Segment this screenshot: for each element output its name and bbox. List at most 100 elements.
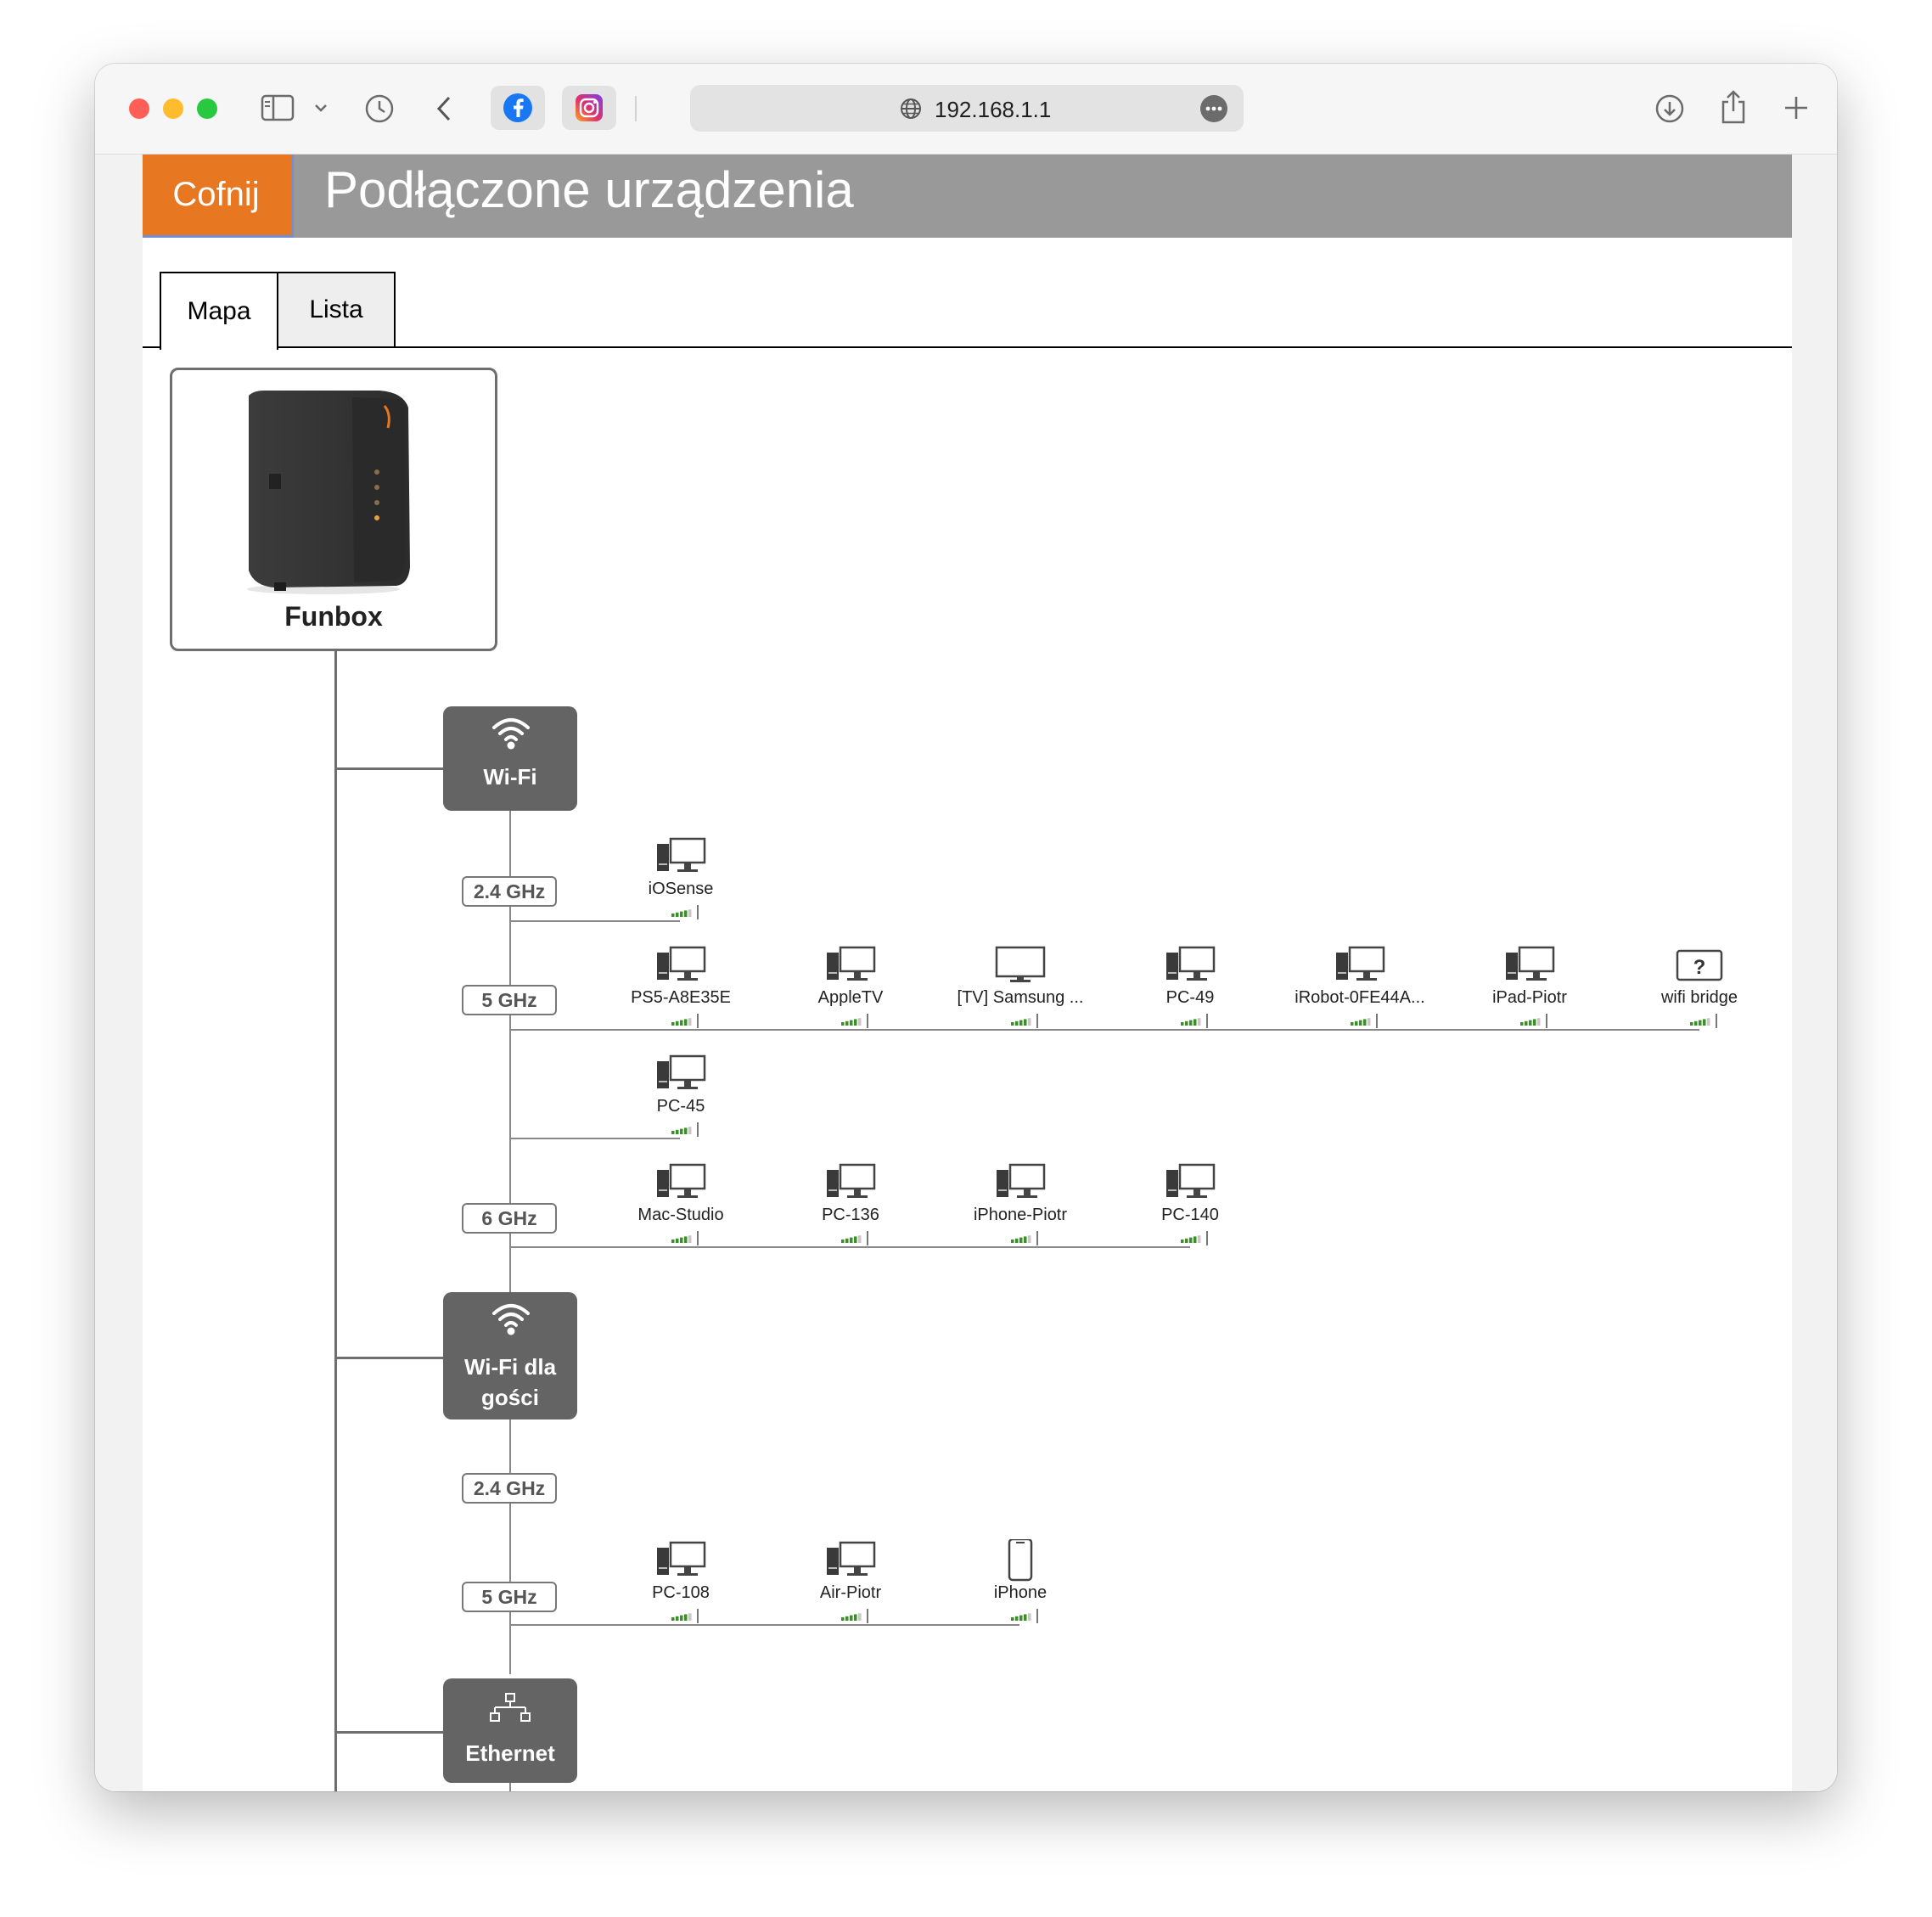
back-button[interactable]: Cofnij xyxy=(143,155,294,238)
share-icon[interactable] xyxy=(1718,87,1749,126)
device-irobot[interactable]: iRobot-0FE44A... xyxy=(1275,944,1445,1039)
ethernet-node[interactable]: Ethernet xyxy=(443,1678,577,1783)
guest-wifi-node[interactable]: Wi-Fi dla gości xyxy=(443,1292,577,1419)
device-name: PC-140 xyxy=(1161,1206,1219,1224)
device-name: iRobot-0FE44A... xyxy=(1295,988,1425,1007)
computer-icon xyxy=(1504,944,1555,987)
device-name: iOSense xyxy=(648,880,714,898)
wifi-node[interactable]: Wi-Fi xyxy=(443,706,577,811)
guest-trunk xyxy=(509,1419,511,1674)
guest-wifi-label-2: gości xyxy=(481,1385,539,1410)
tabs-divider xyxy=(143,346,1792,348)
signal-icon xyxy=(671,1122,699,1137)
chevron-down-icon[interactable] xyxy=(312,99,329,116)
ethernet-label: Ethernet xyxy=(465,1740,555,1766)
signal-icon xyxy=(671,1014,699,1028)
device-ps5[interactable]: PS5-A8E35E xyxy=(596,944,766,1039)
device-name: PC-45 xyxy=(656,1097,705,1116)
band-wifi-24: 2.4 GHz xyxy=(462,876,557,907)
branch-ethernet xyxy=(334,1731,443,1734)
device-pc-108[interactable]: PC-108 xyxy=(596,1539,766,1634)
unknown-device-icon: ? xyxy=(1674,944,1725,987)
more-icon[interactable] xyxy=(1199,94,1228,127)
computer-icon xyxy=(655,1539,706,1582)
signal-icon xyxy=(1520,1014,1547,1028)
device-name: PS5-A8E35E xyxy=(631,988,731,1007)
router-card[interactable]: Funbox xyxy=(170,368,497,651)
address-text: 192.168.1.1 xyxy=(935,97,1052,122)
device-name: AppleTV xyxy=(817,988,884,1007)
device-name: iPad-Piotr xyxy=(1492,988,1567,1007)
signal-icon xyxy=(1011,1609,1038,1623)
ethernet-icon xyxy=(490,1693,531,1722)
line-wifi-6 xyxy=(509,1246,1190,1248)
device-name: Mac-Studio xyxy=(637,1206,724,1224)
signal-icon xyxy=(671,1609,699,1623)
device-air-piotr[interactable]: Air-Piotr xyxy=(766,1539,935,1634)
device-pc-49[interactable]: PC-49 xyxy=(1105,944,1275,1039)
line-guest-5 xyxy=(509,1624,1019,1626)
signal-icon xyxy=(1690,1014,1717,1028)
branch-guest xyxy=(334,1357,443,1359)
device-wifi-bridge[interactable]: ? wifi bridge xyxy=(1615,944,1784,1039)
instagram-icon[interactable] xyxy=(562,86,616,130)
tab-lista[interactable]: Lista xyxy=(277,272,396,348)
device-name: [TV] Samsung ... xyxy=(957,988,1084,1007)
computer-icon xyxy=(1334,944,1385,987)
signal-icon xyxy=(841,1231,868,1245)
computer-icon xyxy=(825,944,876,987)
device-pc-45[interactable]: PC-45 xyxy=(596,1053,766,1148)
signal-icon xyxy=(1181,1014,1208,1028)
back-arrow-icon[interactable] xyxy=(431,94,457,123)
computer-icon xyxy=(1165,1161,1216,1204)
signal-icon xyxy=(841,1014,868,1028)
device-name: wifi bridge xyxy=(1660,988,1738,1007)
computer-icon xyxy=(655,1053,706,1095)
computer-icon xyxy=(655,835,706,878)
signal-icon xyxy=(1351,1014,1378,1028)
signal-icon xyxy=(841,1609,868,1623)
device-name: iPhone-Piotr xyxy=(973,1206,1068,1224)
device-ipad-piotr[interactable]: iPad-Piotr xyxy=(1445,944,1615,1039)
tab-mapa[interactable]: Mapa xyxy=(160,272,278,350)
web-content: Podłączone urządzenia Cofnij Lista Mapa xyxy=(95,155,1837,1791)
sidebar-icon[interactable] xyxy=(260,93,295,123)
plus-icon[interactable] xyxy=(1781,93,1811,123)
line-wifi-5 xyxy=(509,1029,1699,1031)
device-pc-136[interactable]: PC-136 xyxy=(766,1161,935,1256)
wifi-icon xyxy=(492,1304,530,1335)
minimize-window-button[interactable] xyxy=(163,98,183,119)
facebook-icon[interactable] xyxy=(491,86,545,130)
address-bar[interactable]: 192.168.1.1 xyxy=(690,85,1244,132)
device-iphone[interactable]: iPhone xyxy=(935,1538,1105,1634)
router-name: Funbox xyxy=(284,601,383,632)
line-wifi-24 xyxy=(509,920,680,922)
band-wifi-6: 6 GHz xyxy=(462,1203,557,1234)
computer-icon xyxy=(655,1161,706,1204)
zoom-window-button[interactable] xyxy=(197,98,217,119)
line-wifi-5-row2 xyxy=(509,1138,680,1139)
device-name: PC-49 xyxy=(1165,988,1215,1007)
device-samsung-tv[interactable]: [TV] Samsung ... xyxy=(935,944,1105,1039)
router-image xyxy=(247,391,410,594)
wifi-icon xyxy=(492,718,530,750)
device-iphone-piotr[interactable]: iPhone-Piotr xyxy=(935,1161,1105,1256)
band-wifi-5: 5 GHz xyxy=(462,985,557,1015)
browser-toolbar: 192.168.1.1 xyxy=(95,64,1837,155)
signal-icon xyxy=(1011,1014,1038,1028)
tv-icon xyxy=(995,944,1046,987)
computer-icon xyxy=(655,944,706,987)
guest-wifi-label-1: Wi-Fi dla xyxy=(463,1354,557,1380)
device-iosense[interactable]: iOSense xyxy=(596,835,766,930)
device-appletv[interactable]: AppleTV xyxy=(766,944,935,1039)
svg-text:?: ? xyxy=(1693,956,1706,979)
download-icon[interactable] xyxy=(1654,93,1686,125)
close-window-button[interactable] xyxy=(129,98,149,119)
trunk-line xyxy=(334,651,337,1791)
device-mac-studio[interactable]: Mac-Studio xyxy=(596,1161,766,1256)
signal-icon xyxy=(671,1231,699,1245)
computer-icon xyxy=(825,1539,876,1582)
device-pc-140[interactable]: PC-140 xyxy=(1105,1161,1275,1256)
signal-icon xyxy=(671,905,699,919)
history-icon[interactable] xyxy=(363,93,396,125)
